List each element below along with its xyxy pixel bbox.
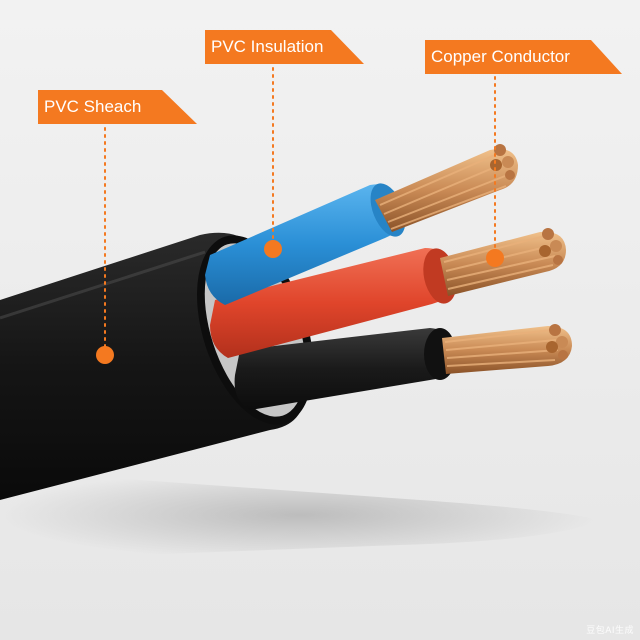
sheath-callout: PVC Sheach <box>38 90 197 124</box>
callout-tag-shape <box>38 90 197 124</box>
callout-tag-shape <box>205 30 364 64</box>
sheath-label: PVC Sheach <box>44 97 142 116</box>
sheath-marker-dot <box>96 346 114 364</box>
insulation-label: PVC Insulation <box>211 37 324 56</box>
cable-shadow <box>0 470 600 560</box>
copper-strands-bottom <box>442 324 572 374</box>
insulation-callout: PVC Insulation <box>205 30 364 64</box>
conductor-callout: Copper Conductor <box>425 40 622 74</box>
conductor-marker-dot <box>486 249 504 267</box>
copper-strands-top <box>375 144 518 232</box>
leader-lines <box>104 67 496 353</box>
copper-strands-middle <box>440 228 566 296</box>
watermark: 豆包AI生成 <box>586 626 634 636</box>
insulation-marker-dot <box>264 240 282 258</box>
callout-tag-shape <box>425 40 622 74</box>
conductor-label: Copper Conductor <box>431 47 570 66</box>
